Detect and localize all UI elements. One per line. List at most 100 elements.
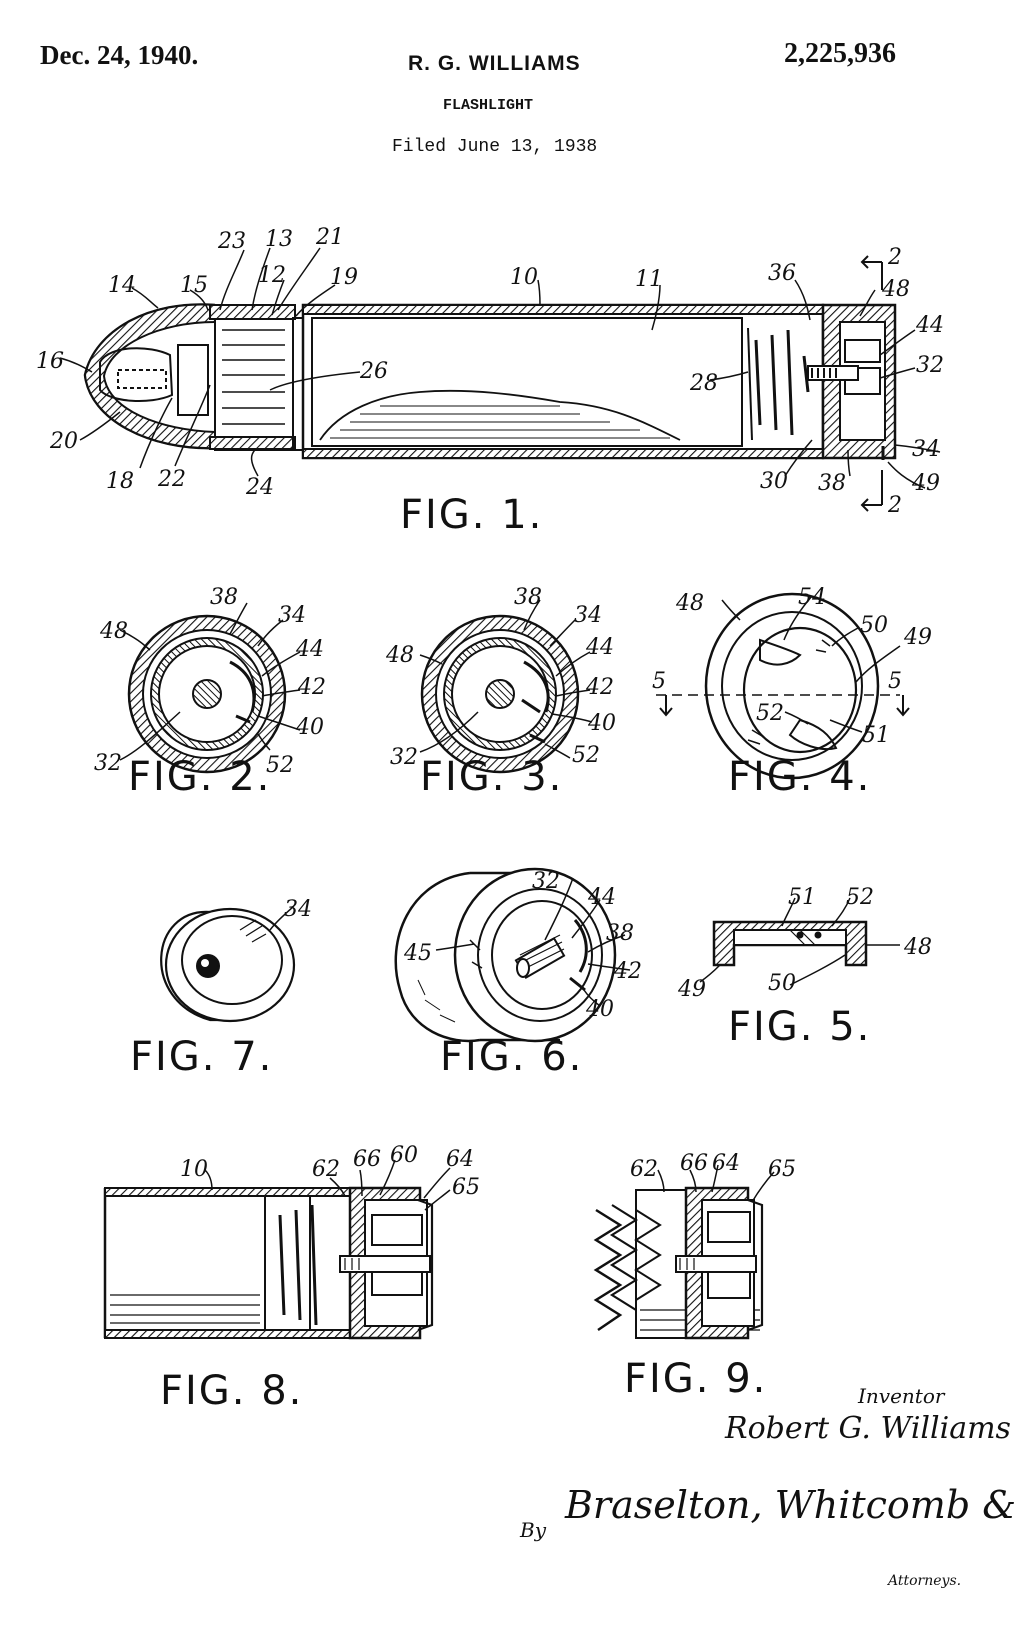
- figure-4: [656, 592, 910, 780]
- inventor-label: Inventor: [857, 1384, 946, 1408]
- caption-fig5: FIG. 5.: [728, 1004, 871, 1050]
- figure-2: [119, 602, 301, 774]
- figure-6: [394, 867, 631, 1043]
- caption-fig8: FIG. 8.: [160, 1368, 303, 1414]
- ref-numeral: 49: [911, 471, 940, 496]
- ref-numeral: 48: [903, 935, 932, 960]
- figure-8: [103, 1159, 451, 1340]
- ref-numeral: 14: [108, 273, 136, 298]
- ref-numeral: 66: [353, 1147, 381, 1172]
- ref-numeral: 28: [689, 371, 718, 396]
- by-label: By: [519, 1518, 547, 1542]
- ref-numeral: 38: [514, 585, 542, 610]
- ref-numeral: 44: [295, 637, 324, 662]
- ref-numeral: 48: [99, 619, 128, 644]
- filing-date: Filed June 13, 1938: [392, 137, 598, 157]
- ref-numeral: 65: [768, 1157, 796, 1182]
- ref-numeral: 50: [768, 971, 796, 996]
- ref-numeral: 32: [390, 745, 418, 770]
- figure-captions: FIG. 1.FIG. 2.FIG. 3.FIG. 4.FIG. 7.FIG. …: [128, 492, 871, 1414]
- ref-numeral: 32: [532, 869, 560, 894]
- ref-numeral: 50: [860, 613, 888, 638]
- caption-fig3: FIG. 3.: [420, 754, 563, 800]
- ref-numeral: 48: [385, 643, 414, 668]
- ref-numeral: 44: [915, 313, 944, 338]
- attorneys-label: Attorneys.: [886, 1573, 961, 1589]
- ref-numeral: 38: [818, 471, 846, 496]
- ref-numeral: 40: [295, 715, 324, 740]
- ref-numeral: 15: [180, 273, 208, 298]
- caption-fig4: FIG. 4.: [728, 754, 871, 800]
- figure-7: [160, 905, 296, 1023]
- ref-numeral: 48: [675, 591, 704, 616]
- ref-numeral: 51: [862, 723, 890, 748]
- ref-numeral: 18: [106, 469, 134, 494]
- ref-numeral: 26: [359, 359, 388, 384]
- inventor-signature: Robert G. Williams: [724, 1411, 1011, 1446]
- ref-numeral: 40: [585, 997, 614, 1022]
- ref-numeral: 19: [330, 265, 358, 290]
- ref-numeral: 40: [587, 711, 616, 736]
- figure-1: [59, 247, 941, 512]
- ref-numeral: 52: [846, 885, 874, 910]
- ref-numeral: 2: [887, 493, 902, 518]
- ref-numeral: 45: [403, 941, 432, 966]
- ref-numeral: 51: [788, 885, 816, 910]
- ref-numeral: 34: [574, 603, 602, 628]
- ref-numeral: 5: [888, 669, 902, 694]
- ref-numeral: 49: [677, 977, 706, 1002]
- patent-number: 2,225,936: [784, 38, 896, 69]
- caption-fig7: FIG. 7.: [130, 1034, 273, 1080]
- ref-numeral: 13: [265, 227, 293, 252]
- ref-numeral: 24: [245, 475, 274, 500]
- ref-numeral: 12: [258, 263, 286, 288]
- ref-numeral: 11: [635, 267, 663, 292]
- ref-numeral: 34: [284, 897, 312, 922]
- attorneys-signature: Braselton, Whitcomb & Davies: [564, 1483, 1024, 1527]
- caption-fig9: FIG. 9.: [624, 1356, 767, 1402]
- ref-numeral: 38: [210, 585, 238, 610]
- ref-numeral: 16: [36, 349, 64, 374]
- inventor-header: R. G. WILLIAMS: [408, 52, 581, 75]
- ref-numeral: 34: [912, 437, 940, 462]
- figure-5: [699, 897, 901, 986]
- ref-numeral: 34: [278, 603, 306, 628]
- ref-numeral: 2: [887, 245, 902, 270]
- ref-numeral: 52: [756, 701, 784, 726]
- ref-numeral: 22: [157, 467, 186, 492]
- signature-block: Inventor Robert G. Williams By Braselton…: [519, 1384, 1024, 1589]
- figure-9: [593, 1164, 775, 1340]
- ref-numeral: 42: [613, 959, 642, 984]
- ref-numeral: 10: [180, 1157, 208, 1182]
- ref-numeral: 44: [585, 635, 614, 660]
- ref-numeral: 36: [768, 261, 796, 286]
- ref-numeral: 20: [49, 429, 78, 454]
- ref-numeral: 62: [312, 1157, 340, 1182]
- ref-numeral: 30: [760, 469, 788, 494]
- caption-fig1: FIG. 1.: [400, 492, 543, 538]
- ref-numeral: 66: [680, 1151, 708, 1176]
- ref-numeral: 54: [798, 585, 826, 610]
- ref-numeral: 32: [916, 353, 944, 378]
- ref-numeral: 52: [266, 753, 294, 778]
- ref-numeral: 62: [630, 1157, 658, 1182]
- ref-numeral: 65: [452, 1175, 480, 1200]
- ref-numeral: 10: [510, 265, 538, 290]
- figure-3: [419, 599, 593, 774]
- ref-numeral: 23: [217, 229, 246, 254]
- ref-numeral: 52: [572, 743, 600, 768]
- ref-numeral: 32: [94, 751, 122, 776]
- patent-title: FLASHLIGHT: [443, 97, 534, 114]
- patent-date: Dec. 24, 1940.: [40, 40, 199, 70]
- ref-numeral: 64: [712, 1151, 740, 1176]
- ref-numeral: 44: [587, 885, 616, 910]
- ref-numeral: 5: [652, 669, 666, 694]
- ref-numeral: 38: [606, 921, 634, 946]
- caption-fig6: FIG. 6.: [440, 1034, 583, 1080]
- ref-numeral: 64: [446, 1147, 474, 1172]
- ref-numeral: 48: [881, 277, 910, 302]
- ref-numeral: 42: [585, 675, 614, 700]
